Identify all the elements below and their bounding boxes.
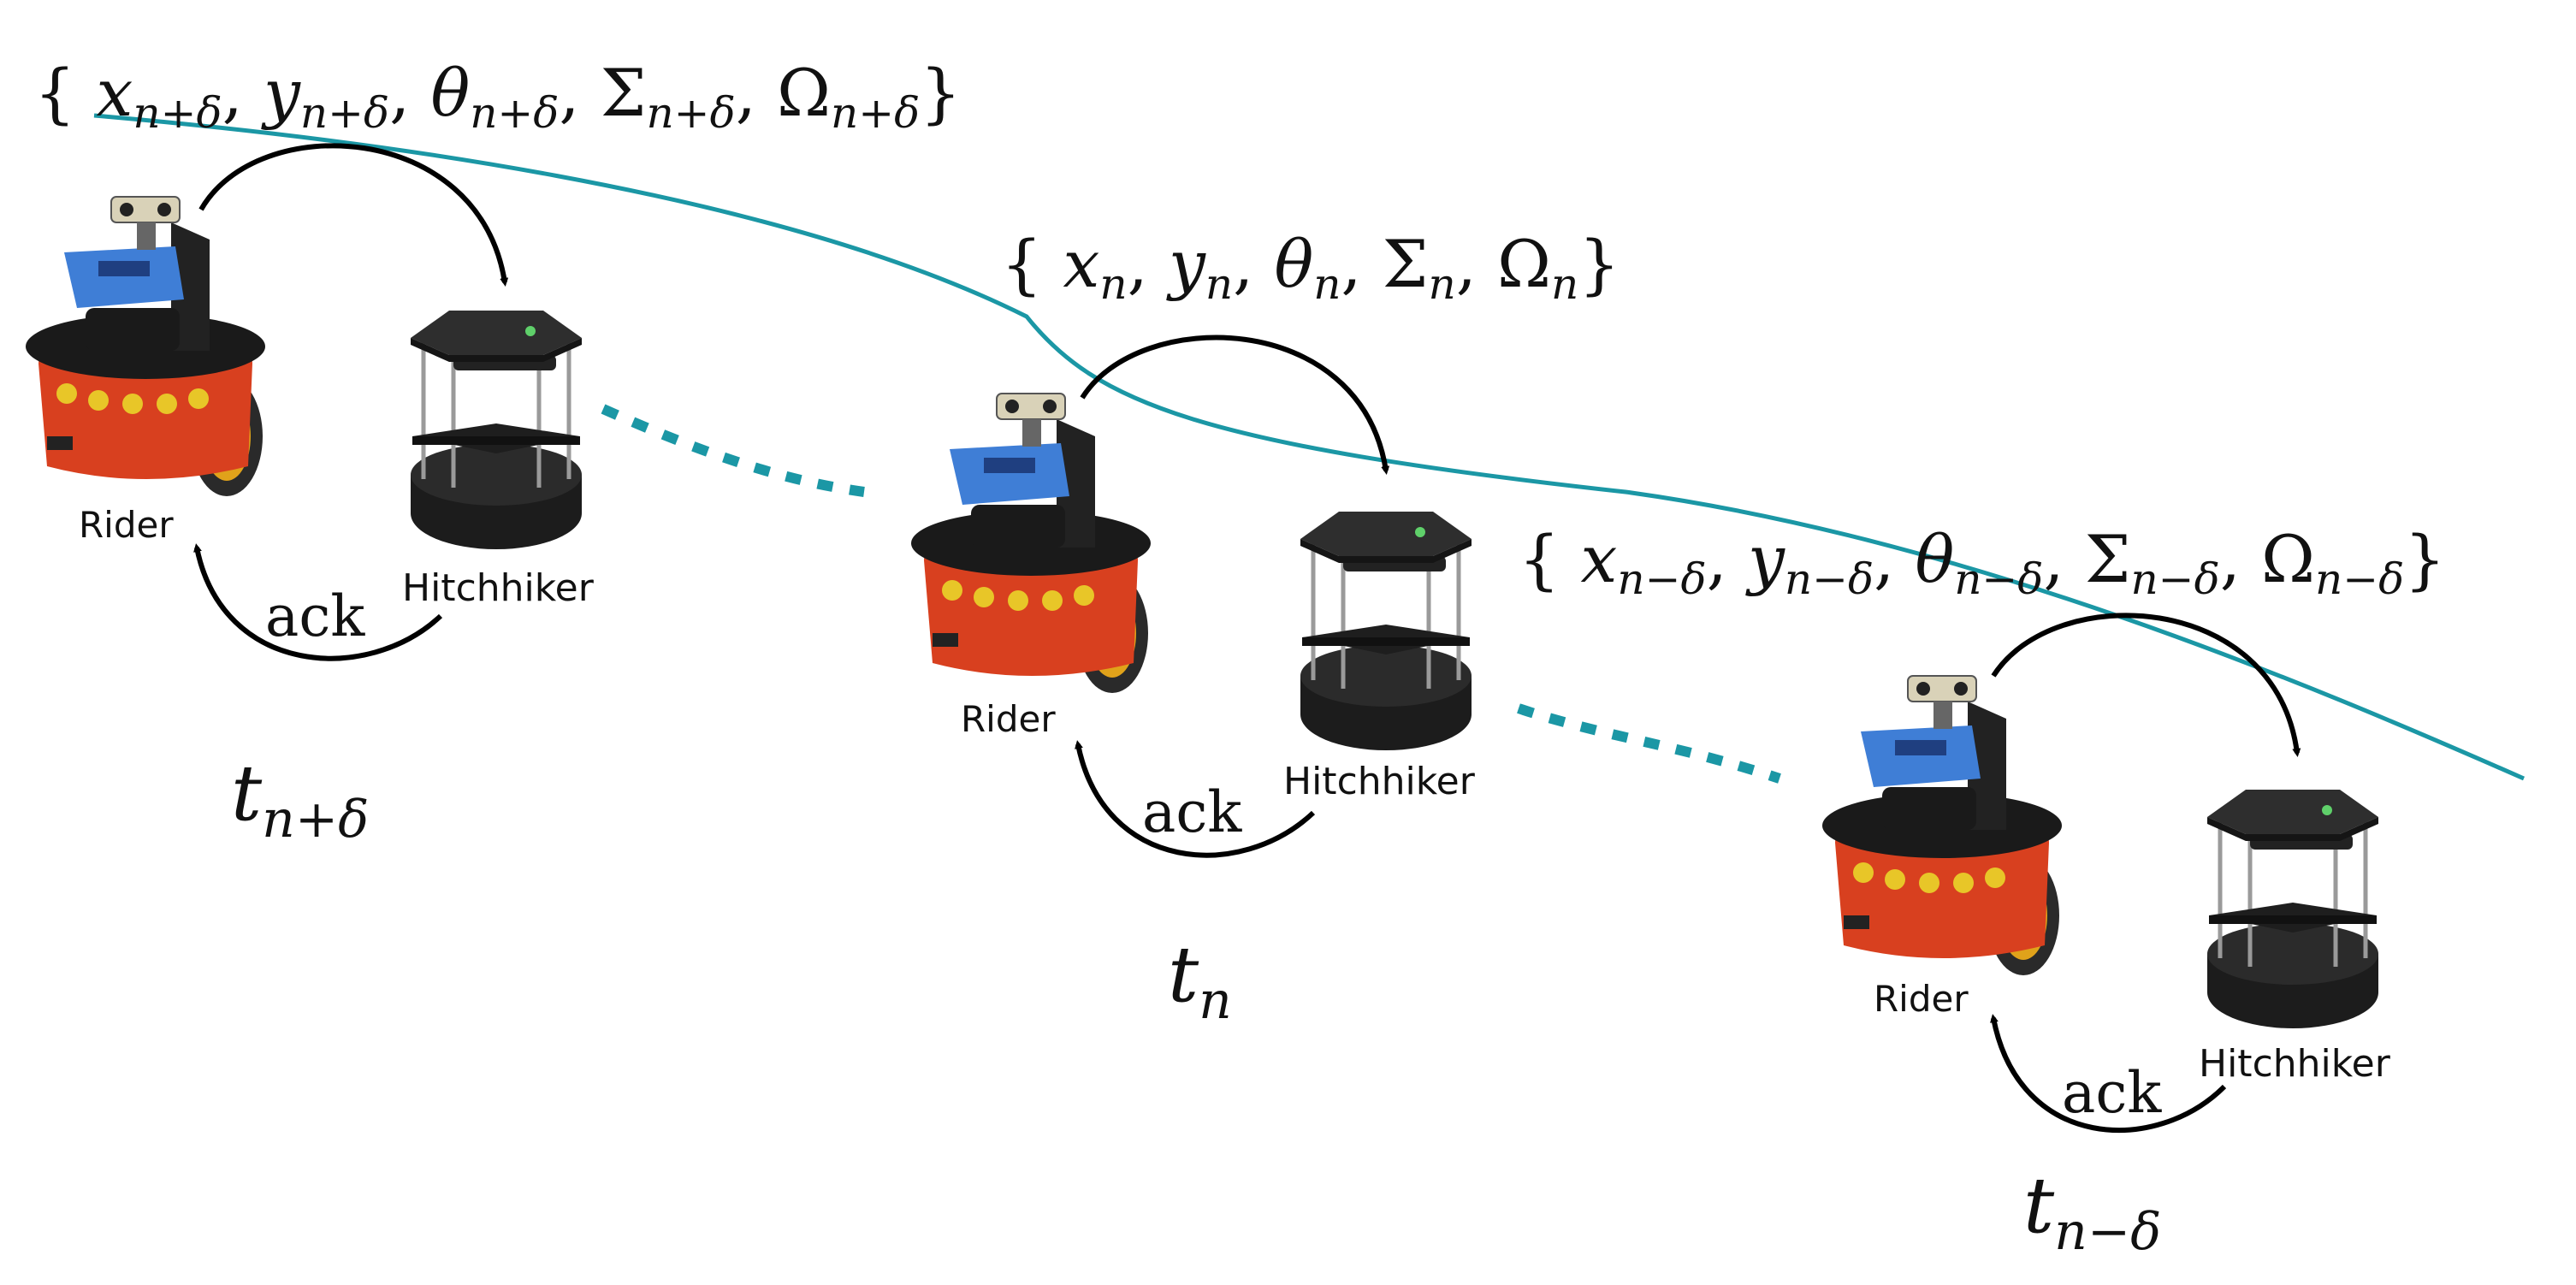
transfer-arrow [1080,335,1390,475]
time-label: tn−δ [2023,1161,2161,1262]
transfer-arrow [1991,613,2301,757]
hitchhiker-robot-icon [1300,512,1472,750]
trajectory-curve [93,113,2526,781]
stage-1: { xn+δ, yn+δ, θn+δ, Σn+δ, Ωn+δ} Rider Hi… [25,55,962,850]
state-set-1: { xn+δ, yn+δ, θn+δ, Σn+δ, Ωn+δ} [34,55,962,138]
time-label: tn [1168,930,1232,1031]
ack-arrow [1075,740,1316,858]
dotted-link-2 [1517,703,1781,784]
dotted-link-1 [601,404,865,497]
hitchhiker-robot-icon [411,311,582,549]
stage-2: { xn, yn, θn, Σn, Ωn} Rider Hitchhiker a… [910,226,1620,1031]
hitchhiker-robot-icon [2207,790,2378,1028]
ack-label: ack [265,583,365,649]
state-set-3: { xn−δ, yn−δ, θn−δ, Σn−δ, Ωn−δ} [1519,521,2446,604]
time-label: tn+δ [231,749,369,850]
rider-label: Rider [961,698,1056,740]
ack-arrow [193,543,443,661]
rider-robot-icon [25,196,266,497]
hitchhiker-label: Hitchhiker [2199,1042,2391,1086]
hitchhiker-label: Hitchhiker [1283,760,1476,803]
ack-label: ack [1142,779,1242,845]
ack-arrow [1990,1014,2227,1133]
state-set-2: { xn, yn, θn, Σn, Ωn} [1001,226,1620,309]
rider-label: Rider [79,504,174,546]
rider-robot-icon [1821,675,2063,976]
rider-robot-icon [910,393,1152,694]
hitchhiker-label: Hitchhiker [402,566,595,610]
stage-3: { xn−δ, yn−δ, θn−δ, Σn−δ, Ωn−δ} Rider Hi… [1519,521,2446,1262]
rider-label: Rider [1874,978,1969,1020]
transfer-arrow [198,143,509,287]
ack-label: ack [2062,1060,2162,1126]
